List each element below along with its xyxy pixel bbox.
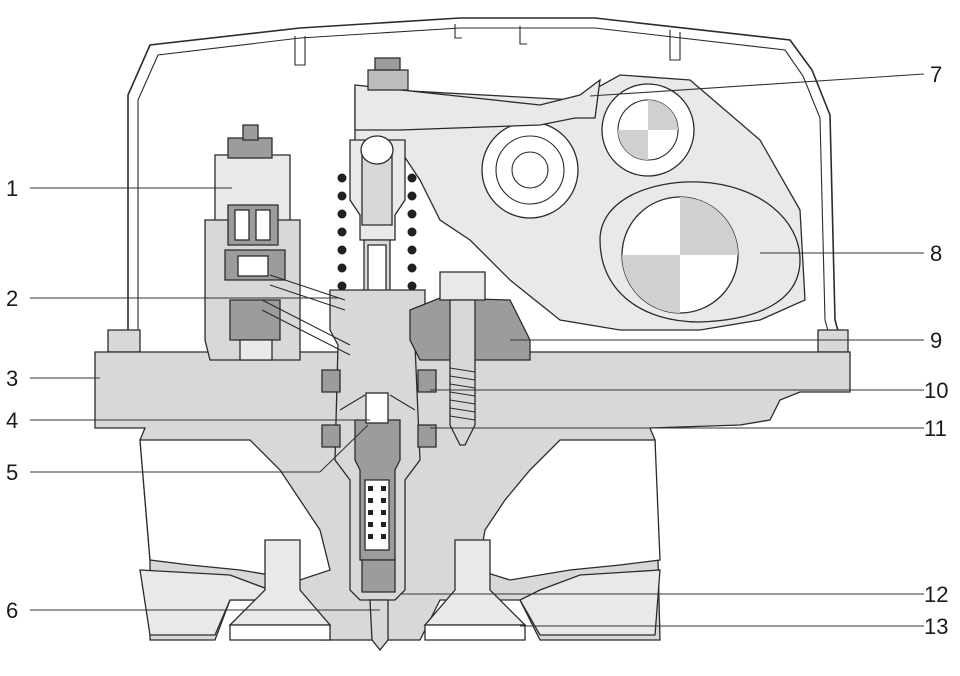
callout-2: 2: [6, 286, 18, 311]
plunger-spring: [337, 173, 417, 291]
valves: [228, 539, 527, 641]
leader-7: [589, 73, 925, 97]
solenoid-valve: [204, 124, 351, 361]
callout-4: 4: [6, 408, 18, 433]
callout-9: 9: [930, 328, 942, 353]
callout-10: 10: [924, 378, 948, 403]
callout-6: 6: [6, 598, 18, 623]
clamp-block: [409, 271, 531, 446]
cylinder-head-cover: [107, 17, 849, 353]
nozzle-spring: [368, 486, 386, 539]
leader-lines: [30, 73, 925, 627]
callouts-right: 7 8 9 10 11 12 13: [924, 62, 948, 639]
rocker-arm: [354, 57, 601, 131]
callout-13: 13: [924, 614, 948, 639]
callout-5: 5: [6, 460, 18, 485]
callout-11: 11: [924, 416, 947, 441]
callout-7: 7: [930, 62, 942, 87]
injection-cam: [599, 181, 801, 323]
callouts-left: 1 2 3 4 5 6: [6, 176, 18, 623]
callout-8: 8: [930, 241, 942, 266]
pump-injector-body: [321, 289, 437, 652]
callout-1: 1: [6, 176, 18, 201]
callout-12: 12: [924, 582, 948, 607]
bolt-thread: [449, 367, 476, 421]
callout-3: 3: [6, 366, 18, 391]
leader-5b: [319, 424, 369, 473]
